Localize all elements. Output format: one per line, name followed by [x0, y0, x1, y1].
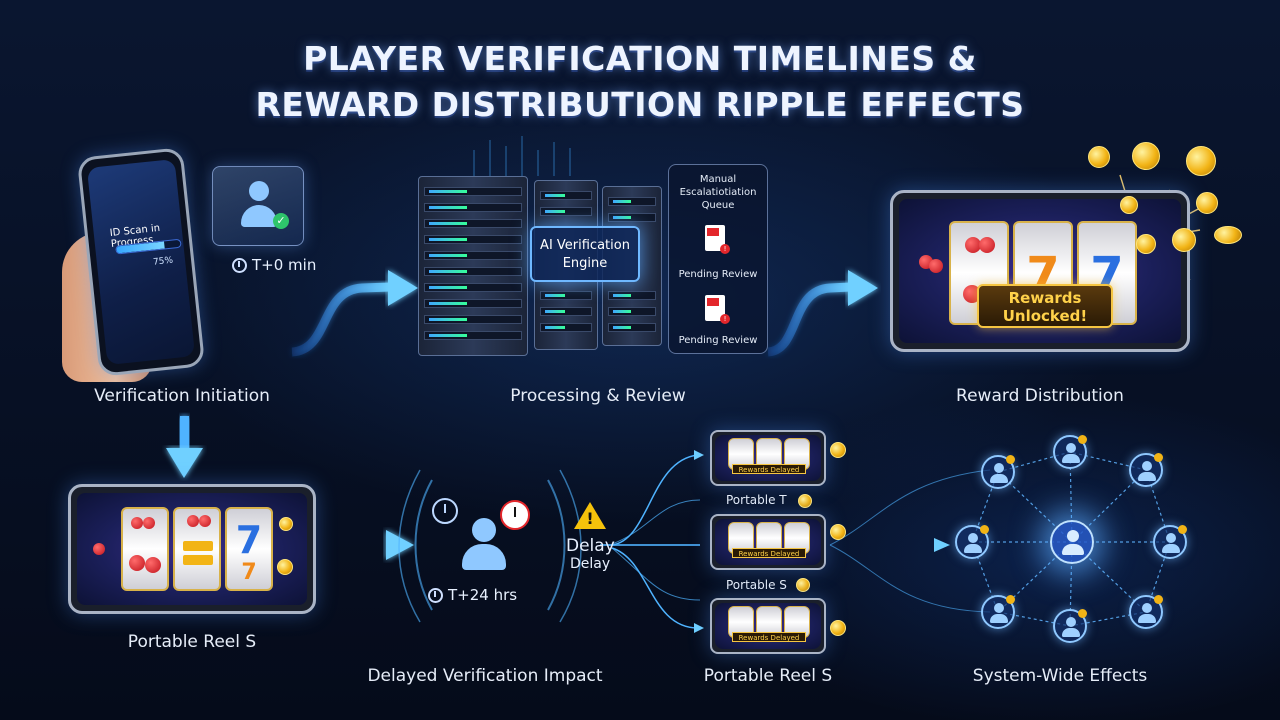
document-icon: ! — [705, 225, 730, 254]
mini-device-3: Rewards Delayed — [710, 598, 826, 654]
delay-user-icon — [462, 518, 506, 570]
stage-label-system-wide: System-Wide Effects — [972, 666, 1148, 686]
delay-label-2: Delay — [570, 556, 611, 572]
ai-verification-engine: AI Verification Engine — [530, 226, 640, 282]
queue-item-2: Pending Review — [678, 335, 758, 346]
title-line-1: PLAYER VERIFICATION TIMELINES & — [303, 39, 977, 78]
clock-icon — [428, 587, 443, 603]
server-icon — [418, 176, 528, 356]
portable-reel-tablet: 7 7 — [68, 484, 316, 614]
page-title: PLAYER VERIFICATION TIMELINES & REWARD D… — [0, 36, 1280, 128]
network-node — [1129, 453, 1163, 487]
coin-icon — [830, 442, 846, 458]
network-node — [1053, 609, 1087, 643]
arrow-to-processing — [291, 282, 391, 357]
stage-label-processing: Processing & Review — [510, 386, 686, 406]
user-icon — [249, 181, 269, 201]
mini-banner-1: Rewards Delayed — [732, 464, 806, 474]
network-node — [1153, 525, 1187, 559]
mini-device-label-1: Portable T — [726, 493, 787, 507]
slot-reel-icon — [173, 507, 221, 591]
clock-icon — [500, 500, 530, 530]
network-node — [955, 525, 989, 559]
stage-label-initiation: Verification Initiation — [94, 386, 270, 406]
arrow-to-reward — [767, 282, 851, 357]
arrow-head-processing — [388, 270, 418, 306]
branch-up — [611, 454, 699, 546]
delay-label-1: Delay — [566, 536, 615, 556]
coin-icon — [798, 494, 812, 508]
branch-down — [611, 547, 699, 629]
stage-label-portable-middle: Portable Reel S — [703, 666, 833, 686]
reward-banner-line-1: Rewards — [1008, 289, 1082, 307]
stage-label-reward: Reward Distribution — [956, 386, 1124, 406]
title-line-2: REWARD DISTRIBUTION RIPPLE EFFECTS — [255, 85, 1025, 124]
stage-label-delayed: Delayed Verification Impact — [367, 666, 603, 686]
clock-icon — [232, 257, 247, 273]
queue-item-1: Pending Review — [678, 269, 758, 280]
timestamp-delayed: T+24 hrs — [428, 586, 517, 604]
network-node — [981, 595, 1015, 629]
reel-symbol: 7 — [235, 518, 263, 562]
clock-icon — [432, 498, 458, 524]
scan-percent: 75% — [152, 255, 174, 268]
beam-head-delay — [386, 530, 414, 560]
network-node — [981, 455, 1015, 489]
manual-escalation-queue: Manual Escalatiotiation Queue ! Pending … — [668, 164, 768, 354]
reel-symbol: 7 — [241, 560, 257, 585]
phone-screen: ID Scan in Progress 75% — [86, 158, 196, 366]
arrow-down-head — [166, 448, 203, 478]
data-streams — [473, 136, 571, 176]
identity-card: ✓ — [212, 166, 304, 246]
rewards-unlocked-banner: Rewards Unlocked! — [977, 284, 1113, 328]
coin-icon — [796, 578, 810, 592]
mini-device-label-2: Portable S — [726, 578, 787, 592]
coin-icon — [830, 620, 846, 636]
slot-reel-icon — [121, 507, 169, 591]
arrow-head-reward — [848, 270, 878, 306]
network-hub — [1050, 520, 1094, 564]
reward-banner-line-2: Unlocked! — [1002, 307, 1088, 325]
mini-banner-2: Rewards Delayed — [732, 548, 806, 558]
delay-waves — [398, 469, 582, 623]
coin-icon — [830, 524, 846, 540]
beam-head-hub — [934, 538, 950, 552]
mini-banner-3: Rewards Delayed — [732, 632, 806, 642]
network-node — [1053, 435, 1087, 469]
warning-icon — [574, 502, 606, 529]
network-node — [1129, 595, 1163, 629]
timestamp-delayed-text: T+24 hrs — [448, 586, 518, 604]
phone-device: ID Scan in Progress 75% — [76, 147, 206, 377]
stage-label-portable-left: Portable Reel S — [127, 632, 257, 652]
timestamp-start-text: T+0 min — [252, 256, 317, 274]
document-icon: ! — [705, 295, 730, 324]
coin-icon — [277, 559, 293, 575]
mini-device-2: Rewards Delayed — [710, 514, 826, 570]
coin-icon — [279, 517, 293, 531]
check-icon: ✓ — [273, 213, 289, 229]
slot-reel-icon: 7 7 — [225, 507, 273, 591]
timestamp-start: T+0 min — [232, 256, 316, 274]
arrow-down-shaft — [180, 416, 189, 450]
queue-title: Manual Escalatiotiation Queue — [679, 174, 757, 211]
mini-device-1: Rewards Delayed — [710, 430, 826, 486]
